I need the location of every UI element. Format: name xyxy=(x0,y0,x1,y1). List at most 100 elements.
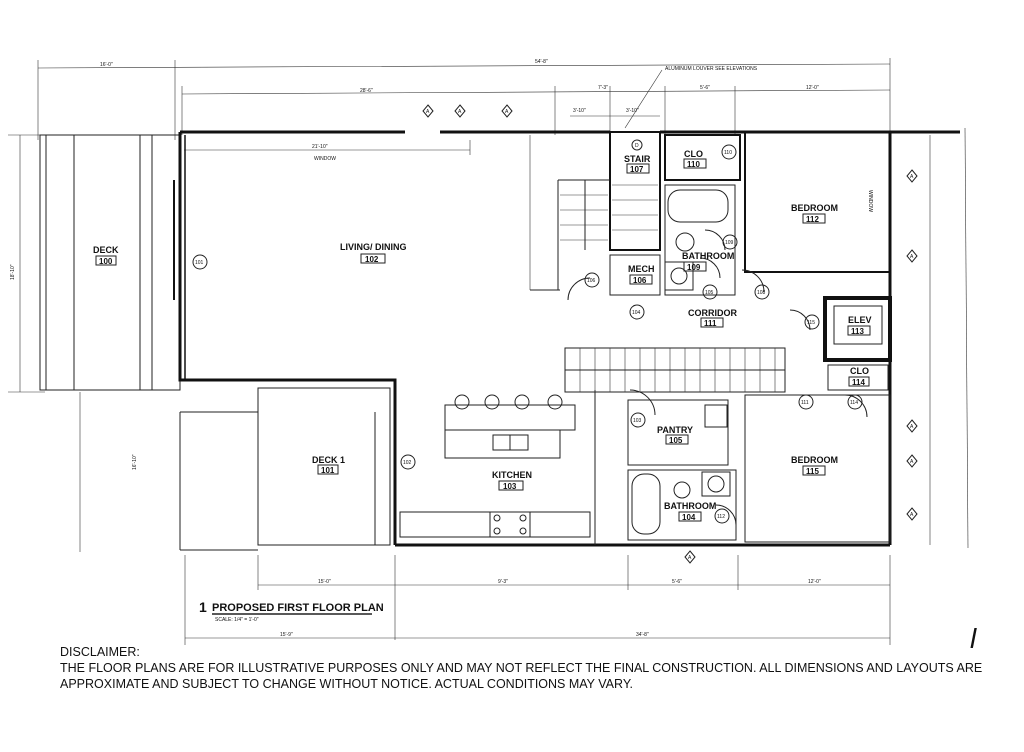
bedroom-112 xyxy=(744,131,891,273)
door-tag-102 xyxy=(400,454,416,470)
window-label: WINDOW xyxy=(314,156,336,162)
room-num-deck: 100 xyxy=(99,257,113,266)
disclaimer-line-2: APPROXIMATE AND SUBJECT TO CHANGE WITHOU… xyxy=(60,677,634,691)
svg-text:A: A xyxy=(910,174,914,180)
bottom-dimension-lines xyxy=(184,555,891,645)
room-name-pantry: PANTRY xyxy=(657,425,693,435)
door-tag-label: 101 xyxy=(195,260,204,266)
door-swings xyxy=(567,229,868,526)
door-tag-label: 108 xyxy=(757,290,766,296)
room-name-stair: STAIR xyxy=(624,154,651,164)
room-num-bath109: 109 xyxy=(687,263,701,272)
door-tag-112 xyxy=(714,508,730,524)
room-name-bath109: BATHROOM xyxy=(682,251,734,261)
door-tags: 101 102 103 104 105 106 108 109 110 111 112 114 115 xyxy=(192,144,863,524)
door-tag-104 xyxy=(629,304,645,320)
pantry-105 xyxy=(627,399,729,466)
dim-stair-w2: 7'-3" xyxy=(598,85,608,91)
side-dimension-lines xyxy=(8,127,969,552)
door-tag-label: 103 xyxy=(633,418,642,424)
room-name-bath104: BATHROOM xyxy=(664,501,716,511)
svg-text:A: A xyxy=(505,109,509,115)
signature: l xyxy=(970,623,977,654)
dim-living-width: 28'-6" xyxy=(360,88,373,94)
svg-text:A: A xyxy=(910,512,914,518)
room-num-bed115: 115 xyxy=(806,467,819,476)
door-tag-label: 112 xyxy=(717,514,725,520)
elev-113 xyxy=(823,296,892,362)
room-num-elev: 113 xyxy=(851,327,864,336)
top-dimension-lines xyxy=(37,58,891,155)
plan-scale: SCALE: 1/4" = 1'-0" xyxy=(215,617,259,623)
room-name-bed112: BEDROOM xyxy=(791,203,838,213)
door-tag-103 xyxy=(630,412,646,428)
mech-106 xyxy=(609,254,661,296)
door-tag-label: 111 xyxy=(801,400,809,406)
window-tags-right: A A A A A A xyxy=(684,169,918,564)
svg-text:A: A xyxy=(426,109,430,115)
door-tag-label: 104 xyxy=(632,310,641,316)
window-tag xyxy=(454,104,466,118)
dim-stair-w1: 3'-10" xyxy=(573,108,586,114)
deck-1 xyxy=(179,387,391,551)
bath-109 xyxy=(664,184,736,296)
room-num-clo114: 114 xyxy=(852,378,865,387)
room-num-bath104: 104 xyxy=(682,513,696,522)
door-tag-label: 109 xyxy=(725,240,734,246)
dim-stair-w3: 3'-10" xyxy=(626,108,639,114)
door-tag-106 xyxy=(584,272,600,288)
door-tag-label: 115 xyxy=(807,320,815,326)
door-tag-111 xyxy=(798,394,814,410)
door-tag-105 xyxy=(702,284,718,300)
room-num-clo110: 110 xyxy=(687,160,700,169)
room-name-living: LIVING/ DINING xyxy=(340,242,407,252)
room-num-living: 102 xyxy=(365,255,379,264)
kitchen-fixtures xyxy=(399,390,596,545)
room-name-kitchen: KITCHEN xyxy=(492,470,532,480)
room-num-pantry: 105 xyxy=(669,436,683,445)
door-tag-110 xyxy=(721,144,737,160)
door-tag-115 xyxy=(804,314,820,330)
stair-tag xyxy=(631,139,643,151)
door-tag-label: 106 xyxy=(587,278,596,284)
dim-bottom-bed: 12'-0" xyxy=(808,579,821,585)
window-label-right: WINDOW xyxy=(867,190,873,212)
door-tag-101 xyxy=(192,254,208,270)
room-num-deck1: 101 xyxy=(321,466,335,475)
window-tags-top: A A A D xyxy=(422,104,643,151)
svg-text:D: D xyxy=(635,143,639,149)
disclaimer-block: DISCLAIMER: THE FLOOR PLANS ARE FOR ILLU… xyxy=(60,644,990,692)
window-tag xyxy=(422,104,434,118)
bedroom-115 xyxy=(744,394,891,543)
stair-107 xyxy=(557,131,661,290)
room-num-corridor: 111 xyxy=(704,319,717,328)
room-name-elev: ELEV xyxy=(848,315,872,325)
room-num-kitchen: 103 xyxy=(503,482,517,491)
door-tag-label: 105 xyxy=(705,290,714,296)
plan-title-block: 1 PROPOSED FIRST FLOOR PLAN SCALE: 1/4" … xyxy=(199,599,384,623)
dim-deck1-height: 16'-10" xyxy=(132,454,138,470)
door-tag-114 xyxy=(847,394,863,410)
disclaimer-heading: DISCLAIMER: xyxy=(60,645,140,659)
plan-title-text: PROPOSED FIRST FLOOR PLAN xyxy=(212,602,384,614)
dim-overall-top: 54'-8" xyxy=(535,59,548,65)
exterior-walls xyxy=(178,130,960,547)
door-tag-label: 114 xyxy=(850,400,858,406)
door-tag-label: 102 xyxy=(403,460,412,466)
dim-window-width: 21'-10" xyxy=(312,144,328,150)
dim-bottom-deck: 15'-0" xyxy=(318,579,331,585)
svg-text:A: A xyxy=(910,459,914,465)
dim-deck-width: 16'-0" xyxy=(100,62,113,68)
window-tag xyxy=(501,104,513,118)
clo-114 xyxy=(827,364,889,391)
room-num-bed112: 112 xyxy=(806,215,819,224)
svg-text:A: A xyxy=(688,555,692,561)
disclaimer-line-1: THE FLOOR PLANS ARE FOR ILLUSTRATIVE PUR… xyxy=(60,661,983,675)
room-name-mech: MECH xyxy=(628,264,655,274)
room-name-bed115: BEDROOM xyxy=(791,455,838,465)
svg-text:A: A xyxy=(910,424,914,430)
room-name-clo110: CLO xyxy=(684,149,703,159)
dim-bottom-bath: 5'-6" xyxy=(672,579,682,585)
room-num-stair: 107 xyxy=(630,165,644,174)
